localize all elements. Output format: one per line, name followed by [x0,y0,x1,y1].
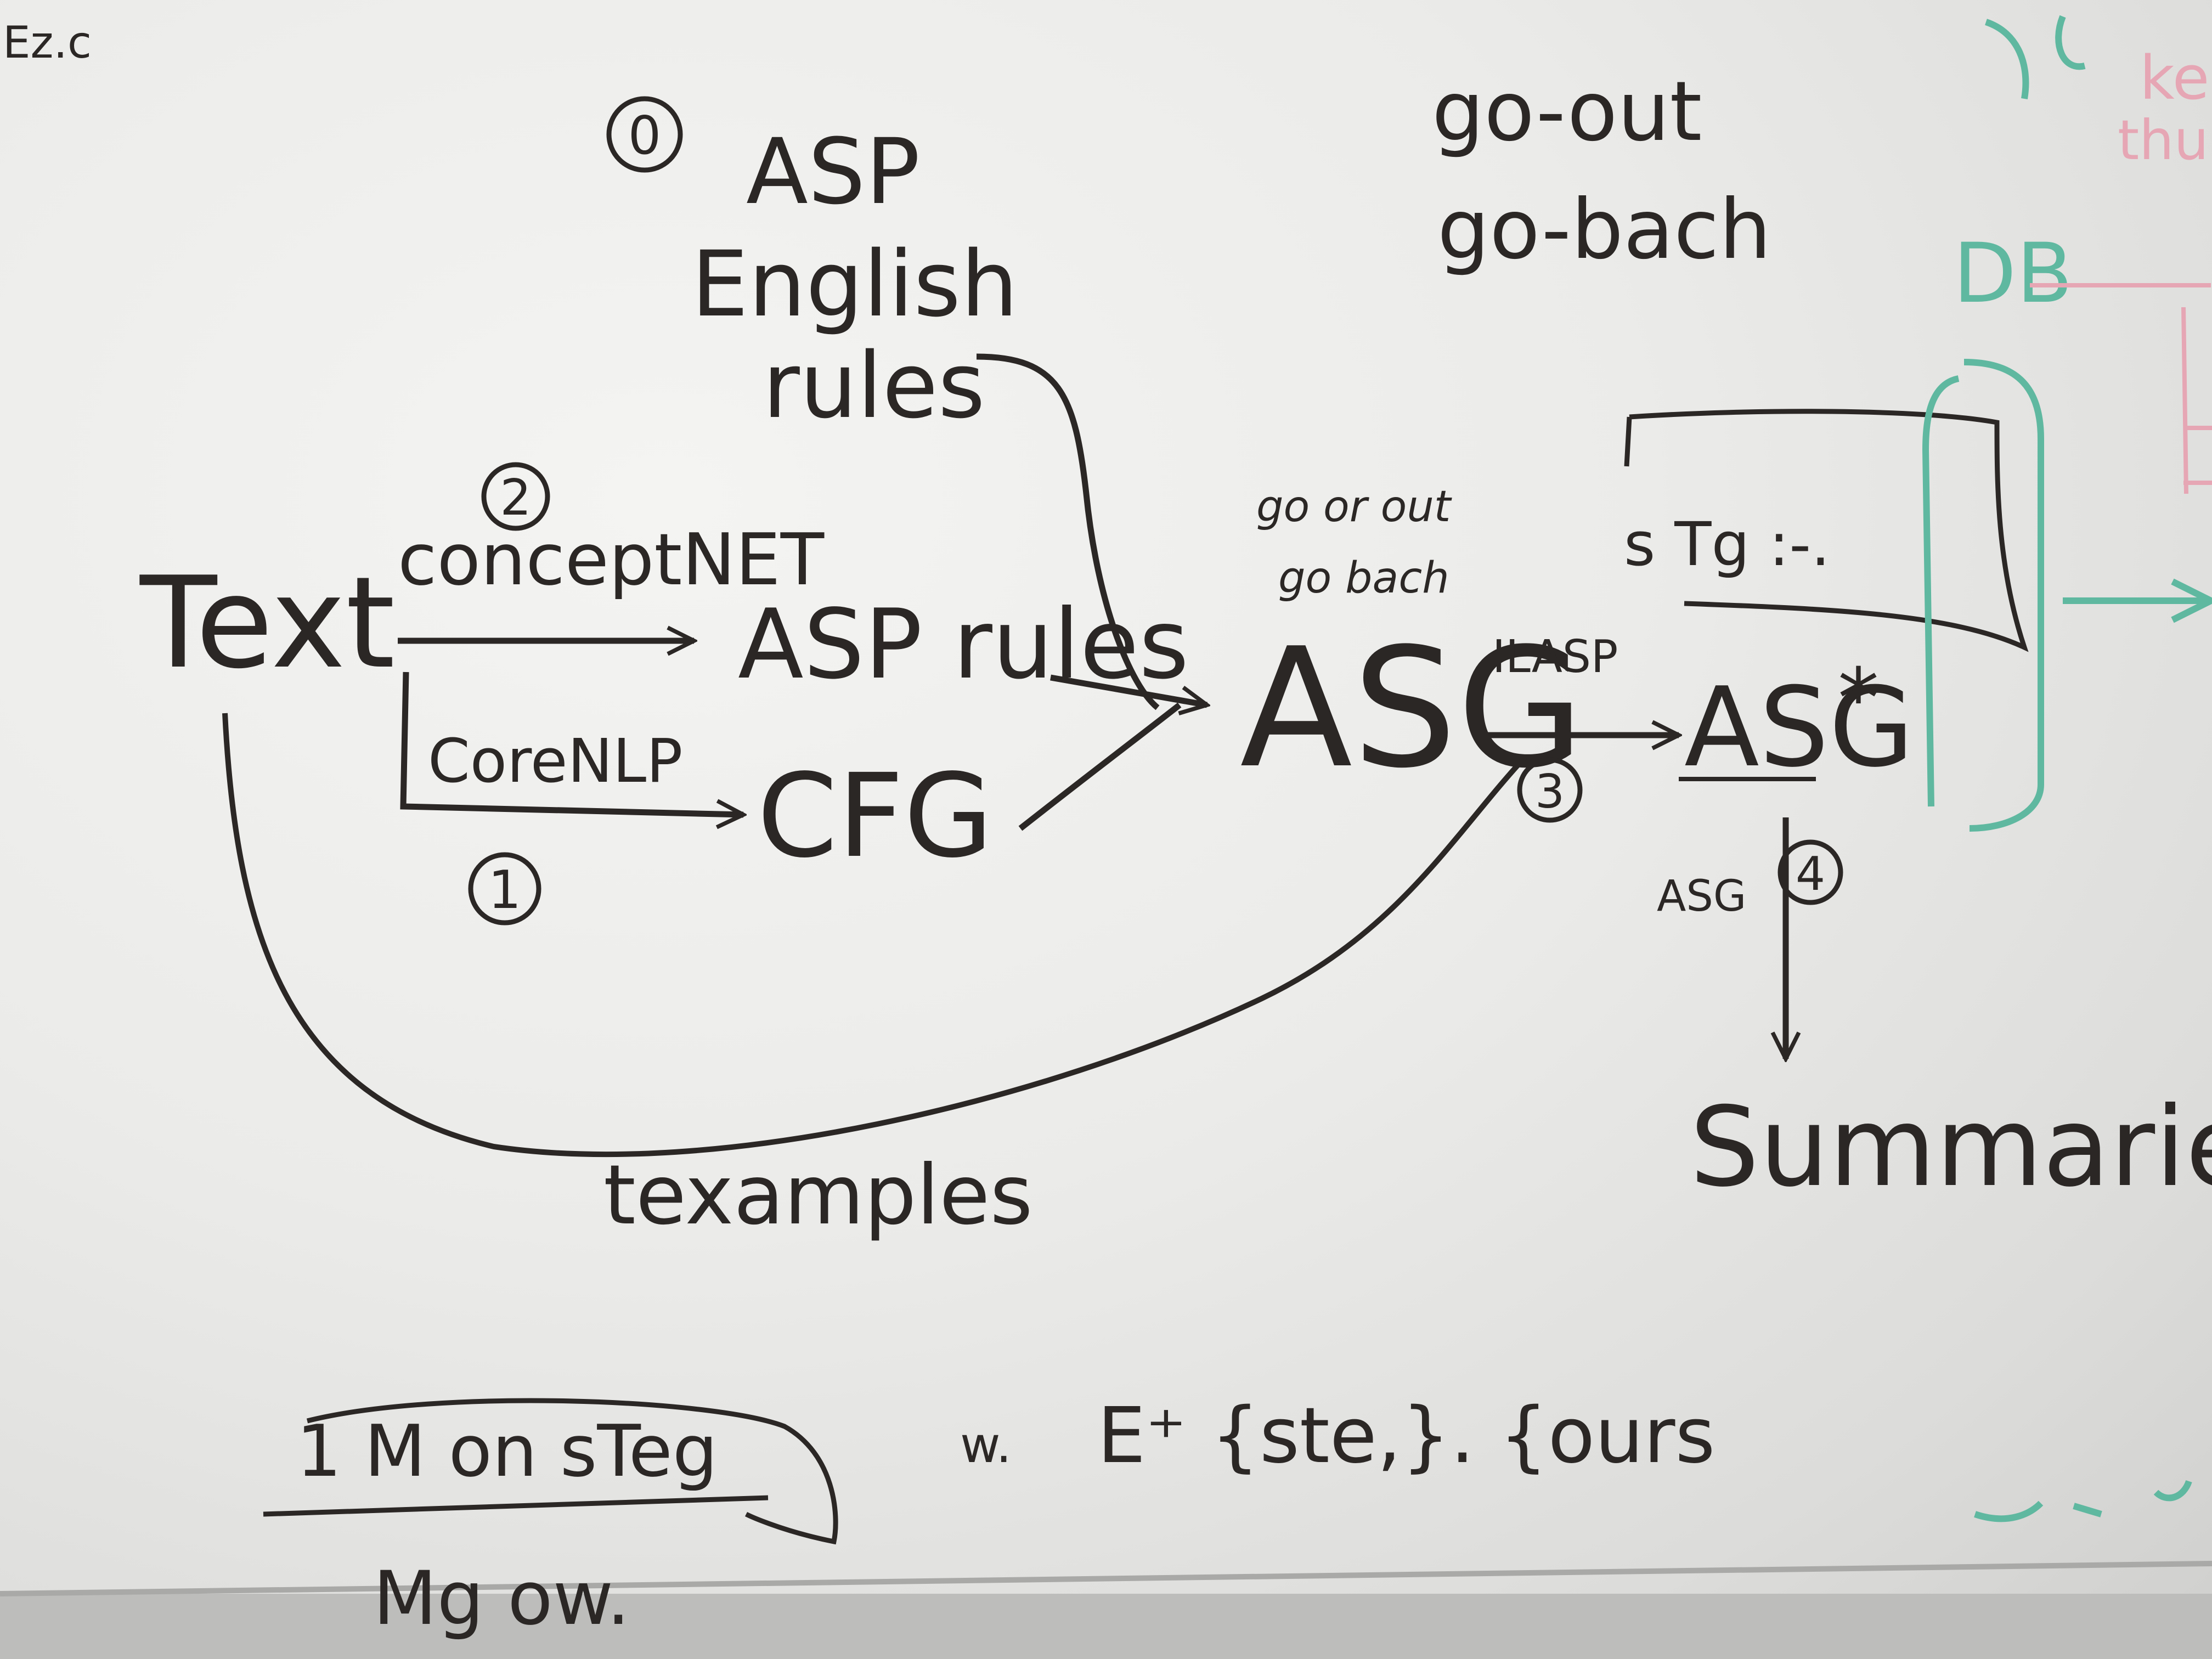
svg-text:2: 2 [500,469,531,527]
node-text: Text [139,550,395,697]
teal-scribble-bottom [1974,1480,2192,1522]
margin-pink-scrawl: ke [2140,43,2209,113]
node-asg-star-mark: * [1838,651,1879,747]
svg-text:4: 4 [1796,847,1825,901]
node-summaries: Summaries [1690,1084,2212,1211]
step-3-badge: 3 [1517,757,1583,823]
note-go-out: go-out [1432,64,1702,160]
node-asp-english-rules-line-3: rules [763,333,985,438]
svg-text:0: 0 [628,106,661,166]
teal-bracket-right [1963,359,2044,832]
edge-label-ilasp: ILASP [1492,631,1618,683]
fraction-top: 1 M on sTeg [296,1409,718,1493]
arrow-text-to-cfg [400,672,743,815]
bottom-formula: E⁺ {ste,}. {ours [1097,1391,1715,1481]
margin-right-teal: DB [1922,15,2212,1522]
node-asp-rules: ASP rules [738,589,1189,701]
teal-bracket-left [1922,375,1960,807]
step-0-badge: 0 [606,96,683,173]
arrow-asp-rules-to-asg [1050,674,1207,705]
board-edge [0,1561,2212,1596]
margin-left-corner: Ez.c [3,17,92,68]
edge-label-texamples: texamples [603,1148,1033,1243]
fraction-bar [263,1495,769,1517]
svg-text:3: 3 [1535,765,1565,819]
note-goal-scribble-2: go bach [1278,554,1449,603]
svg-text:1: 1 [488,860,521,921]
box-content: s Tg :-. [1624,509,1830,579]
arrow-cfg-to-asg [1018,702,1182,831]
margin-pink-scrawl-2: thu [2118,108,2209,172]
pink-vertical [2181,307,2188,494]
step-1-badge: 1 [468,852,541,926]
teal-arrow [2063,578,2212,623]
board-frame-bottom [0,1594,2212,1659]
node-asp-english-rules-line-2: English [691,232,1018,337]
note-goal-scribble-1: go or out [1256,482,1452,532]
box-outline [1624,409,2029,652]
node-asg-star: ASG [1684,664,1914,792]
arrow-text-examples-curve [222,713,1527,1158]
fraction-bottom: Mg ow. [373,1555,630,1641]
edge-label-corenlp: CoreNLP [428,726,683,796]
edge-label-asg-down: ASG [1657,872,1746,921]
teal-scribble-top [1984,15,2086,99]
step-4-badge: 4 [1778,839,1843,905]
node-cfg: CFG [757,749,993,883]
margin-right-pink: ke thu [2030,43,2212,494]
arrow-english-rules-to-asg [976,353,1160,710]
note-go-back: go-bach [1437,182,1771,278]
margin-db: DB [1953,226,2073,321]
node-asp-english-rules-line-1: ASP [746,119,920,224]
bottom-formula-w: w. [960,1417,1012,1474]
step-2-badge: 2 [481,462,550,531]
fraction-bubble [306,1398,838,1545]
edge-label-conceptnet: conceptNET [398,518,825,601]
